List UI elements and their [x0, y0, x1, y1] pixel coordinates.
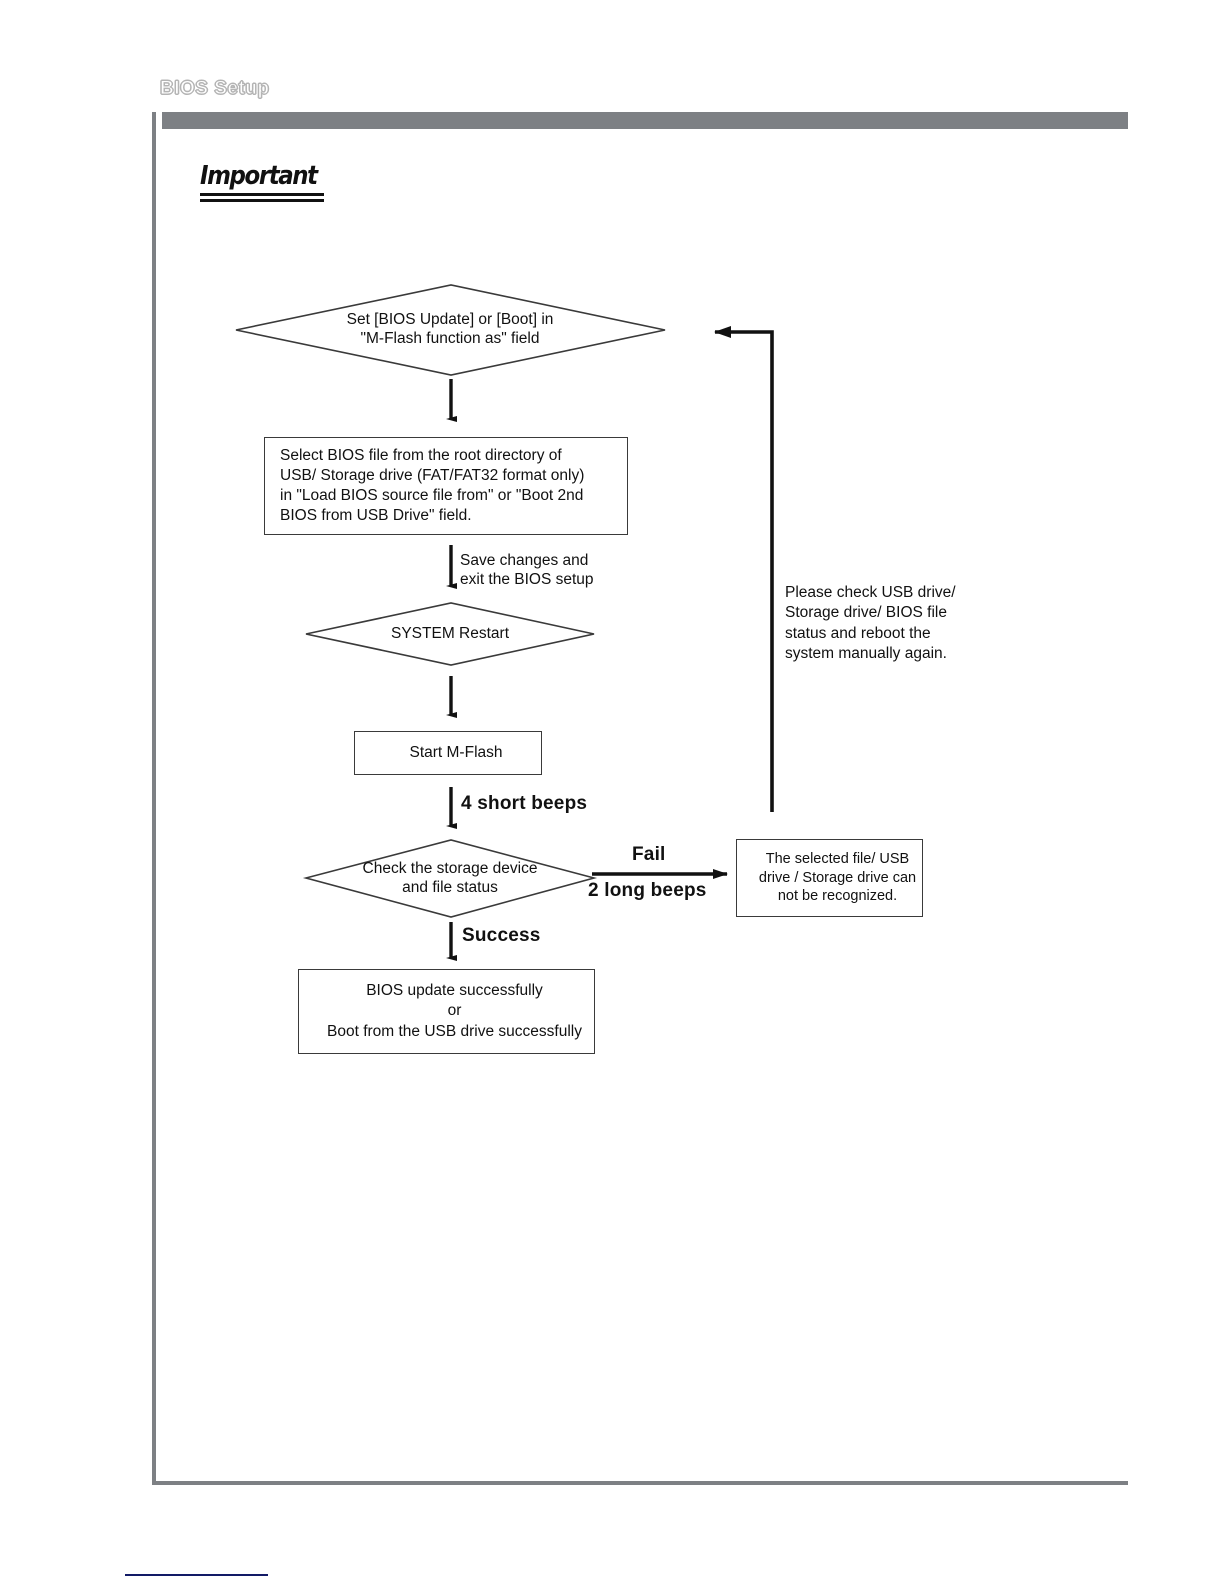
- flow-node-check-storage-label: Check the storage device and file status: [362, 859, 538, 896]
- page-title: BIOS Setup: [160, 78, 270, 100]
- flow-node-success-message-label: BIOS update successfully or Boot from th…: [327, 982, 582, 1040]
- header-gray-bar: [162, 112, 1128, 129]
- important-label: Important: [200, 161, 318, 191]
- flow-node-set-mflash-label: Set [BIOS Update] or [Boot] in "M-Flash …: [346, 311, 554, 347]
- edge-label-two-long-beeps: 2 long beeps: [588, 880, 707, 901]
- flow-node-select-bios-label: Select BIOS file from the root directory…: [280, 446, 585, 525]
- edge-label-save-and-exit: Save changes and exit the BIOS setup: [460, 552, 594, 588]
- flow-node-fail-message-label: The selected file/ USB drive / Storage d…: [758, 851, 917, 905]
- flow-node-select-bios: Select BIOS file from the root directory…: [264, 437, 628, 535]
- flow-node-set-mflash: Set [BIOS Update] or [Boot] in "M-Flash …: [235, 284, 665, 376]
- important-underline-top: [200, 193, 324, 197]
- diamond-shape-check-storage: [302, 839, 598, 918]
- footer-rule: [125, 1574, 268, 1576]
- page-frame-left-border: [152, 112, 156, 1485]
- flow-node-system-restart-label: SYSTEM Restart: [391, 624, 509, 642]
- diamond-shape-system-restart: [305, 602, 595, 666]
- flow-node-start-mflash-label: Start M-Flash: [409, 743, 503, 761]
- edge-label-fail: Fail: [632, 844, 666, 865]
- page-frame-bottom-border: [152, 1481, 1128, 1485]
- note-check-usb-drive: Please check USB drive/ Storage drive/ B…: [785, 584, 956, 663]
- flow-node-success-message: BIOS update successfully or Boot from th…: [298, 969, 595, 1054]
- flow-node-check-storage: Check the storage device and file status: [305, 839, 595, 918]
- diamond-shape-set-mflash: [235, 284, 666, 376]
- flow-node-system-restart: SYSTEM Restart: [305, 602, 595, 666]
- edge-label-success: Success: [462, 925, 541, 946]
- important-underline-bottom: [200, 199, 324, 203]
- connector-feedback-loop: [714, 326, 774, 812]
- important-callout: Important: [200, 161, 328, 203]
- flow-node-start-mflash: Start M-Flash: [354, 731, 542, 775]
- edge-label-four-short-beeps: 4 short beeps: [461, 793, 588, 814]
- flow-node-fail-message: The selected file/ USB drive / Storage d…: [736, 839, 923, 917]
